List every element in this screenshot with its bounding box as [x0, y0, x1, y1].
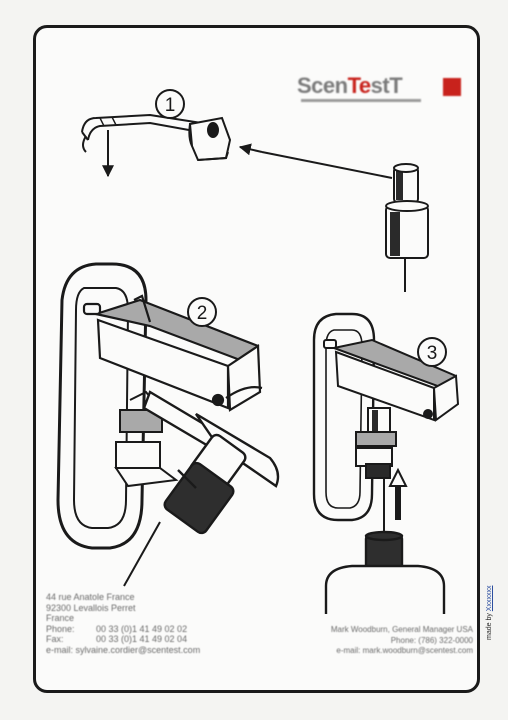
step3-pump-in-clip: [355, 407, 397, 540]
step-3-badge: 3: [417, 337, 447, 367]
step1-hook-clip: [81, 114, 225, 153]
phone-row: Phone:00 33 (0)1 41 49 02 02: [46, 623, 188, 634]
step1-ring-collar: [188, 116, 232, 162]
us-contact-block: Mark Woodburn, General Manager USA Phone…: [258, 625, 473, 657]
up-arrow-icon: [388, 467, 408, 487]
brand-logo: ScenTestT: [297, 73, 467, 103]
step2-clip-parts: [114, 390, 179, 488]
us-contact-phone: Phone: (786) 322-0000: [390, 635, 473, 645]
spray-wire: [261, 151, 393, 179]
us-contact-name: Mark Woodburn, General Manager USA: [330, 625, 473, 634]
step2-holder: [82, 294, 263, 412]
address-block: 44 rue Anatole France 92300 Levallois Pe…: [46, 592, 276, 655]
logo-tagline-bar: [301, 99, 421, 102]
svg-text:1: 1: [165, 95, 176, 116]
address-line: 44 rue Anatole France: [46, 592, 135, 602]
step-2-badge: 2: [187, 297, 217, 327]
credit-brand-link[interactable]: Xxxxxxx: [486, 585, 493, 612]
logo-red-square: [443, 78, 461, 96]
us-contact-email[interactable]: e-mail: mark.woodburn@scentest.com: [336, 646, 473, 655]
step3-holder: [323, 338, 460, 422]
made-by-credit: made by Xxxxxxx: [486, 585, 493, 640]
fax-row: Fax:00 33 (0)1 41 49 02 04: [46, 634, 188, 644]
step-1-badge: 1: [155, 89, 185, 119]
address-line: 92300 Levallois Perret: [46, 602, 136, 613]
address-country: France: [46, 613, 75, 623]
step2-pump: [123, 390, 280, 587]
svg-text:2: 2: [197, 303, 208, 324]
left-arrow-icon: [238, 143, 263, 156]
email-row[interactable]: e-mail: sylvaine.cordier@scentest.com: [46, 644, 201, 655]
svg-text:3: 3: [427, 343, 438, 364]
step1-pump-head: [385, 163, 429, 292]
step3-bottle: [324, 530, 446, 614]
